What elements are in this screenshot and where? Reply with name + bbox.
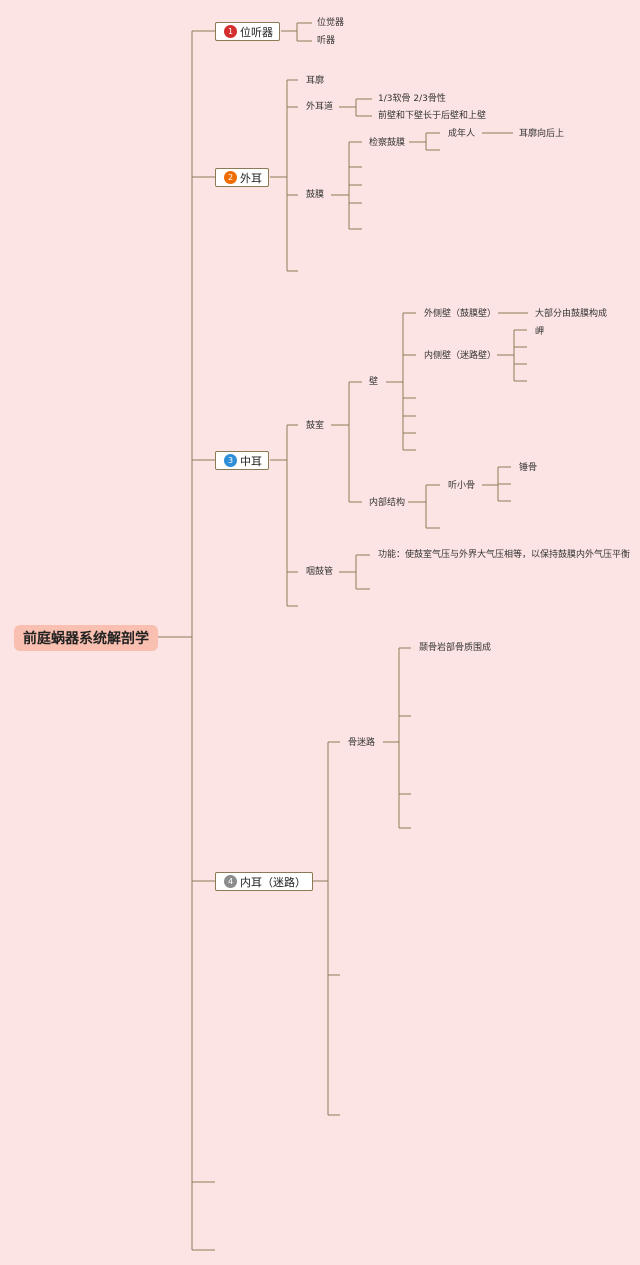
node-eardrum[interactable]: 鼓膜 [306,190,325,200]
root-topic[interactable]: 前庭蜗器系统解剖学 [14,625,158,651]
number-badge-4: 4 [224,875,237,888]
node-malleus[interactable]: 锤骨 [519,463,538,473]
node-exam-eardrum[interactable]: 检察鼓膜 [369,138,406,148]
node-wall[interactable]: 壁 [369,377,379,387]
node-petrous-bone[interactable]: 颞骨岩部骨质围成 [419,643,492,653]
node-bony-labyrinth[interactable]: 骨迷路 [348,738,376,748]
node-internal-structure[interactable]: 内部结构 [369,498,406,508]
section-1-topic[interactable]: 1 位听器 [215,22,280,41]
node-eustachian-tube[interactable]: 咽鼓管 [306,567,334,577]
node-vestibular-organ[interactable]: 位觉器 [317,18,345,28]
node-medial-wall[interactable]: 内侧壁（迷路壁） [424,351,497,361]
section-4-topic[interactable]: 4 内耳（迷路） [215,872,313,891]
node-hearing-organ[interactable]: 听器 [317,36,336,46]
node-ear-canal[interactable]: 外耳道 [306,102,334,112]
node-lateral-wall[interactable]: 外侧壁（鼓膜壁） [424,309,497,319]
node-tympanic-cavity[interactable]: 鼓室 [306,421,325,431]
number-badge-1: 1 [224,25,237,38]
node-canal-composition[interactable]: 1/3软骨 2/3骨性 [378,94,446,104]
section-3-topic[interactable]: 3 中耳 [215,451,269,470]
node-promontory[interactable]: 岬 [535,327,545,337]
node-lateral-wall-desc[interactable]: 大部分由鼓膜构成 [535,309,608,319]
number-badge-3: 3 [224,454,237,467]
section-1-label: 位听器 [240,25,273,39]
section-2-topic[interactable]: 2 外耳 [215,168,269,187]
section-3-label: 中耳 [240,454,262,468]
node-auricle[interactable]: 耳廓 [306,76,325,86]
node-ossicles[interactable]: 听小骨 [448,481,476,491]
node-pull-auricle[interactable]: 耳廓向后上 [519,129,565,139]
node-adult[interactable]: 成年人 [448,129,476,139]
node-canal-walls[interactable]: 前壁和下壁长于后壁和上壁 [378,111,487,121]
section-4-label: 内耳（迷路） [240,875,306,889]
number-badge-2: 2 [224,171,237,184]
section-2-label: 外耳 [240,171,262,185]
node-tube-function[interactable]: 功能：使鼓室气压与外界大气压相等，以保持鼓膜内外气压平衡 [378,550,631,560]
